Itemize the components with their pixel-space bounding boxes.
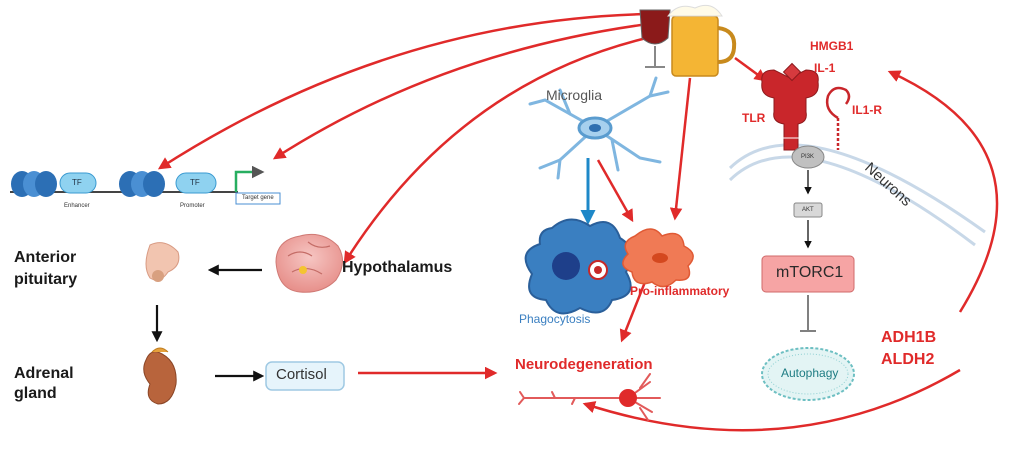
il1r-label: IL1-R xyxy=(852,103,882,117)
neurodegeneration-label: Neurodegeneration xyxy=(515,356,653,373)
phagocytosis-label: Phagocytosis xyxy=(519,312,591,326)
gland-label: gland xyxy=(14,385,57,402)
pi3k-label: PI3K xyxy=(801,154,815,160)
pi3k-node xyxy=(791,145,825,169)
mtorc1-label: mTORC1 xyxy=(776,264,844,281)
adh1b-label: ADH1B xyxy=(881,329,937,346)
microglia-label: Microglia xyxy=(546,87,603,103)
autophagosome xyxy=(761,347,855,401)
nucleosome-promoter xyxy=(119,171,165,197)
tlr-label: TLR xyxy=(742,111,766,125)
cortisol-label: Cortisol xyxy=(276,366,327,383)
akt-node xyxy=(793,202,823,218)
target-gene-label: Target gene xyxy=(242,195,274,201)
akt-label: AKT xyxy=(802,207,814,213)
tf-enhancer-label: TF xyxy=(72,178,82,187)
alcohol-arrows xyxy=(157,12,999,432)
pro-inflammatory-cell xyxy=(622,228,694,288)
hpa-arrows xyxy=(151,264,265,382)
adrenal-kidney-icon xyxy=(143,347,177,405)
il1-label: IL-1 xyxy=(814,61,836,75)
mtorc1-box xyxy=(761,255,855,293)
adrenal-label: Adrenal xyxy=(14,365,74,382)
pro-inflammatory-label: Pro-inflammatory xyxy=(630,284,730,298)
enhancer-label: Enhancer xyxy=(64,203,90,209)
anterior-label: Anterior xyxy=(14,249,77,266)
nucleosome-enhancer xyxy=(11,171,57,197)
phagocytic-cell xyxy=(524,218,633,315)
promoter-label: Promoter xyxy=(180,203,205,209)
cortisol-box xyxy=(265,361,345,391)
degenerating-neuron xyxy=(518,373,661,421)
il1-receptor xyxy=(825,86,851,150)
gene-regulation xyxy=(10,165,281,205)
tf-promoter-label: TF xyxy=(190,178,200,187)
microglia-cell xyxy=(528,76,670,180)
brain-icon xyxy=(275,233,343,293)
beer-mug-icon xyxy=(667,4,737,77)
autophagy-label: Autophagy xyxy=(781,366,839,380)
pituitary-icon xyxy=(145,242,180,282)
aldh2-label: ALDH2 xyxy=(881,351,935,368)
inhibition-line xyxy=(800,295,816,332)
hypothalamus-label: Hypothalamus xyxy=(342,259,453,276)
wine-glass-icon xyxy=(639,9,671,68)
neuron-membrane xyxy=(728,143,986,247)
pituitary-label: pituitary xyxy=(14,271,78,288)
hmgb1-label: HMGB1 xyxy=(810,39,854,53)
tlr-receptor xyxy=(761,62,819,151)
